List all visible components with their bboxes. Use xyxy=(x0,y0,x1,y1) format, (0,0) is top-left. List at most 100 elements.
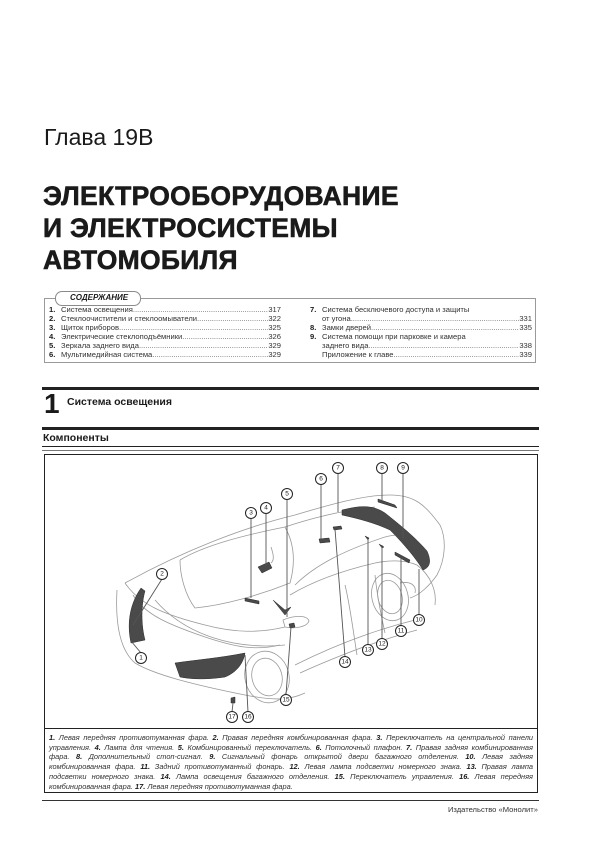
svg-text:1: 1 xyxy=(139,655,143,662)
toc-entry-page: 338 xyxy=(519,341,532,351)
svg-text:16: 16 xyxy=(244,714,252,721)
leader-dots xyxy=(139,341,268,350)
callout-15: 15 xyxy=(280,694,292,706)
callout-10: 10 xyxy=(413,614,425,626)
legend-text: Переключатель на центральной панели упра… xyxy=(49,733,533,752)
toc-entry-page: 329 xyxy=(268,341,281,351)
toc-entry-number: 8. xyxy=(310,323,317,333)
legend-number: 13. xyxy=(466,762,477,772)
toc-entry-page: 331 xyxy=(519,314,532,324)
legend-text: Левая передняя противотуманная фара. xyxy=(58,733,209,742)
leader-dots xyxy=(182,332,268,341)
legend-text: Левая передняя противотуманная фара. xyxy=(147,781,293,791)
chapter-title: ЭЛЕКТРООБОРУДОВАНИЕ И ЭЛЕКТРОСИСТЕМЫ АВТ… xyxy=(43,180,399,276)
toc-entry[interactable]: 8.Замки дверей335 xyxy=(310,323,532,332)
legend-text: Лампа для чтения. xyxy=(104,742,175,752)
subsection-rule-lower xyxy=(42,449,539,451)
svg-text:13: 13 xyxy=(364,647,372,654)
callout-9: 9 xyxy=(397,462,409,474)
legend-text: Сигнальный фонарь открытой двери багажно… xyxy=(221,752,459,762)
section-top-rule xyxy=(42,387,539,390)
legend-number: 10. xyxy=(465,752,476,762)
toc-entry-title: от угона xyxy=(322,314,351,324)
toc-entry-number: 5. xyxy=(49,341,56,351)
toc-entry[interactable]: 3.Щиток приборов325 xyxy=(49,323,281,332)
toc-entry-title: Зеркала заднего вида xyxy=(61,341,139,351)
leader-dots xyxy=(394,350,520,359)
table-of-contents: СОДЕРЖАНИЕ 1.Система освещения317 2.Стек… xyxy=(44,291,536,363)
toc-entry[interactable]: 5. Зеркала заднего вида 329 xyxy=(49,341,281,350)
toc-entry-title: заднего вида xyxy=(322,341,369,351)
legend-text: Задний противотуманный фонарь. xyxy=(154,762,285,772)
toc-entry-page: 329 xyxy=(268,350,281,360)
legend-text: Левая задняя комбинированная фара. xyxy=(49,752,533,772)
toc-entry[interactable]: 1.Система освещения317 xyxy=(49,305,281,314)
toc-entry[interactable]: 2.Стеклоочистители и стеклоомыватели322 xyxy=(49,314,281,323)
legend-number: 1. xyxy=(49,733,56,742)
section-title: Система освещения xyxy=(67,396,172,408)
subsection-rule xyxy=(42,446,539,448)
legend-text: Комбинированный переключатель. xyxy=(187,742,313,752)
svg-text:14: 14 xyxy=(341,659,349,666)
svg-text:17: 17 xyxy=(228,714,236,721)
toc-entry-continued[interactable]: 0.заднего вида338 xyxy=(310,341,532,350)
callout-13: 13 xyxy=(362,644,374,656)
toc-entry-title: Система бесключевого доступа и защиты xyxy=(322,305,470,314)
callout-1: 1 xyxy=(135,652,147,664)
legend-text: Лампа освещения багажного отделения. xyxy=(175,771,330,781)
callout-3: 3 xyxy=(245,507,257,519)
callout-6: 6 xyxy=(315,473,327,485)
legend-number: 5. xyxy=(177,742,184,752)
toc-entry-page: 335 xyxy=(519,323,532,333)
callout-12: 12 xyxy=(376,638,388,650)
toc-entry[interactable]: 6.Мультимедийная система329 xyxy=(49,350,281,359)
legend-text: Левая лампа подсветки номерного знака. xyxy=(304,762,462,772)
legend-number: 8. xyxy=(76,752,83,762)
toc-column-left: 1.Система освещения317 2.Стеклоочистител… xyxy=(49,305,281,360)
legend-number: 12. xyxy=(289,762,300,772)
legend-number: 6. xyxy=(315,742,322,752)
callout-7: 7 xyxy=(332,462,344,474)
legend-text: Левая передняя комбинированная фара. xyxy=(49,771,533,791)
callout-8: 8 xyxy=(376,462,388,474)
callout-17: 17 xyxy=(226,711,238,723)
svg-text:8: 8 xyxy=(380,465,384,472)
toc-entry-title: Электрические стеклоподъёмники xyxy=(61,332,183,342)
toc-entry-page: 326 xyxy=(268,332,281,342)
legend-number: 11. xyxy=(140,762,151,772)
legend-text: Переключатель управления. xyxy=(350,771,454,781)
toc-entry-number: 4. xyxy=(49,332,56,342)
toc-entry[interactable]: 0.Приложение к главе339 xyxy=(310,350,532,359)
toc-entry-number: 3. xyxy=(49,323,56,333)
svg-text:11: 11 xyxy=(398,628,405,635)
toc-column-right: 7.Система бесключевого доступа и защиты … xyxy=(310,305,532,360)
legend-number: 2. xyxy=(212,733,219,742)
toc-entry[interactable]: 9.Система помощи при парковке и камера xyxy=(310,332,532,341)
chapter-title-line: АВТОМОБИЛЯ xyxy=(43,245,238,276)
svg-text:2: 2 xyxy=(160,571,164,578)
toc-entry-continued[interactable]: 0.от угона331 xyxy=(310,314,532,323)
legend-number: 17. xyxy=(135,781,146,791)
toc-entry[interactable]: 7. Система бесключевого доступа и защиты xyxy=(310,305,532,314)
toc-entry-title: Мультимедийная система xyxy=(61,350,153,360)
toc-entry-number: 7. xyxy=(310,305,317,314)
svg-text:9: 9 xyxy=(401,465,405,472)
footer-rule xyxy=(42,800,539,802)
section-number: 1 xyxy=(44,388,60,419)
leader-dots xyxy=(119,323,268,332)
toc-entry-number: 9. xyxy=(310,332,317,342)
callout-16: 16 xyxy=(242,711,254,723)
svg-text:7: 7 xyxy=(336,465,340,472)
toc-entry-title: Приложение к главе xyxy=(322,350,394,360)
legend-number: 15. xyxy=(334,771,345,781)
figure-divider xyxy=(45,728,537,730)
car-lighting-diagram: 1 2 3 4 5 6 7 8 9 10 11 12 13 14 15 16 1… xyxy=(116,462,445,723)
toc-entry[interactable]: 4. Электрические стеклоподъёмники 326 xyxy=(49,332,281,341)
svg-text:4: 4 xyxy=(264,505,268,512)
callout-11: 11 xyxy=(395,625,407,637)
svg-text:3: 3 xyxy=(249,510,253,517)
legend-text: Правая задняя комбинированная фара. xyxy=(49,742,533,762)
publisher: Издательство «Монолит» xyxy=(447,805,538,814)
callout-5: 5 xyxy=(281,488,293,500)
toc-entry-page: 317 xyxy=(268,305,281,314)
